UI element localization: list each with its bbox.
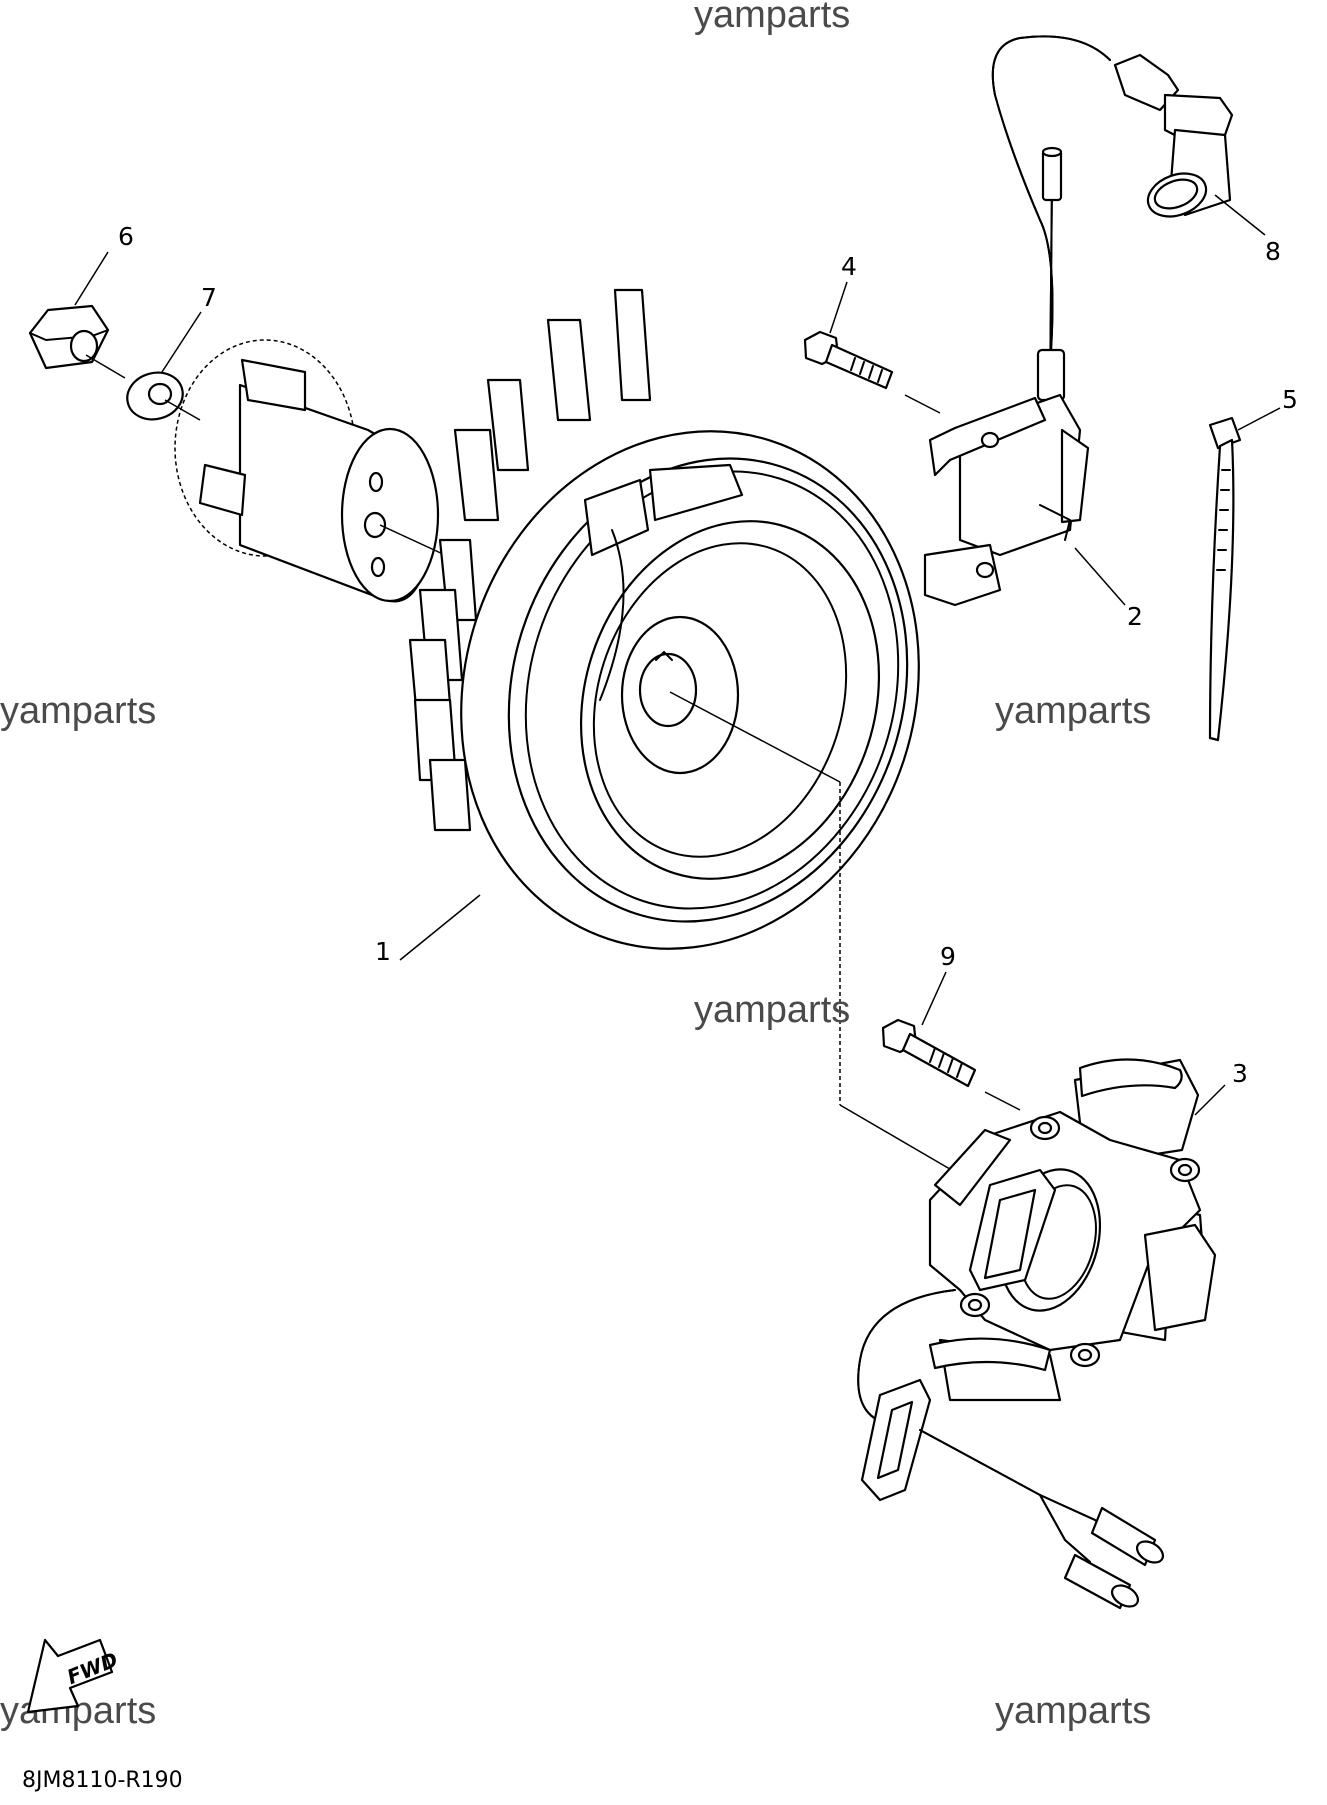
callout-7: 7	[201, 283, 217, 312]
watermark-top: yamparts	[694, 0, 850, 36]
leader-7-rotor	[164, 399, 201, 421]
callout-1: 1	[375, 937, 391, 966]
leader-hub-flywheel	[379, 524, 446, 556]
leader-1	[399, 894, 481, 961]
leader-9	[921, 971, 947, 1026]
leader-4-coil	[904, 394, 941, 414]
watermark-right-mid: yamparts	[995, 690, 1151, 732]
rotor-hub	[174, 339, 440, 603]
callout-2: 2	[1127, 602, 1143, 631]
callout-4: 4	[841, 252, 857, 281]
part-3-stator[interactable]	[857, 1058, 1217, 1610]
part-2-ignition-coil[interactable]	[923, 35, 1111, 607]
leader-7	[161, 311, 202, 373]
fwd-arrow-icon: FWD	[26, 1638, 121, 1714]
part-6-nut[interactable]	[28, 304, 110, 370]
watermark-left-mid: yamparts	[0, 690, 156, 732]
callout-6: 6	[118, 222, 134, 251]
leader-2	[1074, 547, 1126, 606]
leader-5	[1237, 407, 1281, 431]
leader-3	[1194, 1084, 1226, 1116]
part-9-bolt[interactable]	[881, 1018, 977, 1088]
leader-6	[74, 251, 109, 306]
leader-4	[829, 281, 848, 334]
diagram-code: 8JM8110-R190	[22, 1768, 183, 1793]
part-8-plug-cap[interactable]	[1113, 53, 1234, 224]
callout-9: 9	[940, 942, 956, 971]
leader-9-stator	[984, 1091, 1021, 1111]
part-7-washer[interactable]	[122, 367, 188, 426]
part-4-bolt[interactable]	[803, 330, 894, 390]
part-1-flywheel[interactable]	[395, 288, 985, 1009]
callout-8: 8	[1265, 237, 1281, 266]
watermark-bottom-right: yamparts	[995, 1690, 1151, 1732]
callout-5: 5	[1282, 385, 1298, 414]
axis-line-2	[839, 1104, 956, 1173]
leader-8	[1214, 194, 1266, 236]
part-5-cable-tie[interactable]	[1208, 416, 1242, 742]
axis-line-1	[669, 691, 841, 783]
watermark-bottom-left: yamparts	[0, 1690, 156, 1732]
watermark-center: yamparts	[694, 989, 850, 1031]
leader-6-7	[85, 354, 126, 379]
callout-3: 3	[1232, 1059, 1248, 1088]
